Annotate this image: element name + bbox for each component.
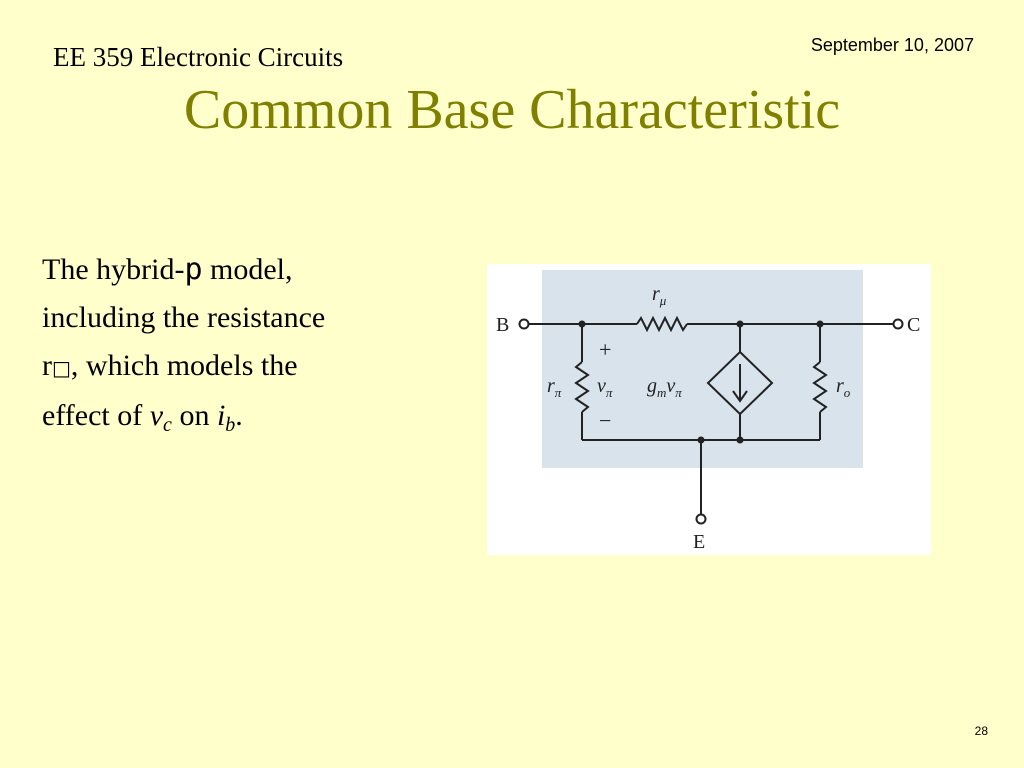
r-pi-resistor (574, 361, 590, 413)
source-arrow-head (732, 390, 748, 403)
page-number: 28 (974, 724, 988, 738)
pi-symbol-glyph: p (184, 252, 203, 287)
terminal-e (695, 513, 707, 525)
junction-dot (736, 320, 744, 328)
r-mu-resistor (636, 315, 688, 333)
body-line-2: including the resistance (42, 301, 326, 334)
label-r-mu: rμ (652, 283, 667, 308)
node-label-e: E (693, 531, 705, 553)
slide-title: Common Base Characteristic (183, 79, 841, 141)
label-minus: − (599, 408, 611, 433)
body-line-4: effect of vc on ib. (42, 399, 243, 436)
node-label-c: C (907, 314, 920, 336)
slide-body-text: The hybrid-p model, including the resist… (42, 246, 442, 440)
node-label-b: B (496, 314, 509, 336)
label-plus: + (599, 337, 611, 362)
junction-dot (816, 320, 824, 328)
r-o-resistor (812, 361, 828, 413)
body-line-3: r□, which models the (42, 349, 298, 382)
junction-dot (697, 436, 705, 444)
slide-date: September 10, 2007 (810, 35, 974, 55)
terminal-b (518, 318, 530, 330)
hybrid-pi-circuit-figure: B C E rμ rπ + vπ − gmvπ ro (487, 264, 931, 555)
shaded-transistor-region (542, 270, 863, 468)
label-gm-vpi: gmvπ (647, 375, 682, 400)
junction-dot (736, 436, 744, 444)
circuit-diagram: B C E rμ rπ + vπ − gmvπ ro (496, 270, 920, 553)
junction-dot (578, 320, 586, 328)
label-r-pi: rπ (547, 375, 562, 400)
body-line-1: The hybrid-p model, (42, 252, 293, 287)
terminal-c (892, 318, 904, 330)
label-r-o: ro (836, 375, 851, 400)
missing-glyph-box: □ (52, 356, 71, 380)
course-title: EE 359 Electronic Circuits (53, 42, 344, 72)
label-v-pi: vπ (597, 375, 613, 400)
